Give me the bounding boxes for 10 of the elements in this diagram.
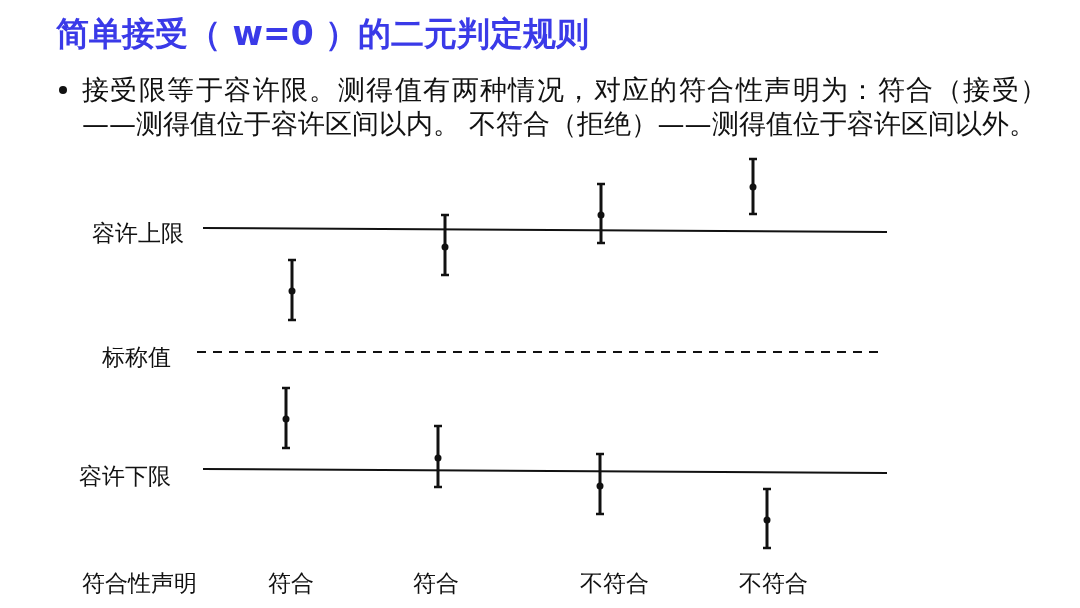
slide-title: 简单接受（ w=0 ）的二元判定规则 [56,17,590,50]
limit-label: 标称值 [102,346,171,369]
statement-label: 符合 [268,572,314,595]
limit-label: 容许上限 [92,222,184,245]
bullet-text: 接受限等于容许限。测得值有两种情况，对应的符合性声明为：符合（接受）——测得值位于容许区间以内。 不符合（拒绝）——测得值位于容许区间以外。 [82,73,1047,141]
limit-label: 容许下限 [79,465,171,488]
statement-label: 不符合 [739,572,808,595]
statement-label: 不符合 [580,572,649,595]
statement-label: 符合性声明 [82,572,197,595]
statement-label: 符合 [413,572,459,595]
